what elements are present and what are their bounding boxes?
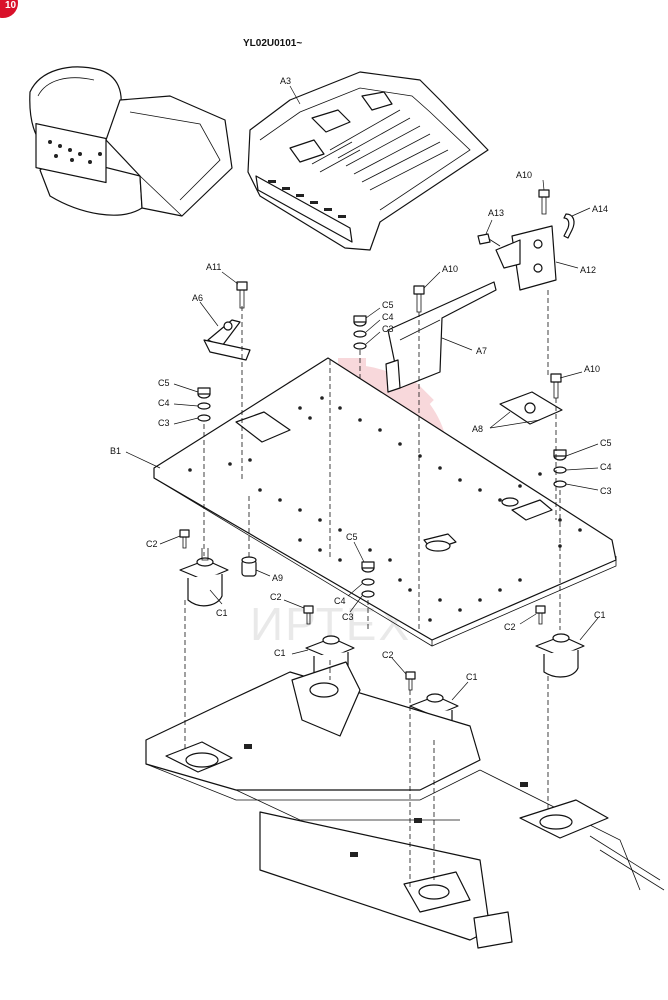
label-a13: A13 [488, 208, 504, 218]
bolt-a11 [236, 281, 248, 309]
bracket-a12 [495, 225, 557, 291]
label-c4-left: C4 [158, 398, 170, 408]
label-c4-right: C4 [600, 462, 612, 472]
seat-control-panel [35, 123, 107, 184]
page-badge-circle [0, 0, 18, 18]
pedal-a6 [203, 319, 251, 361]
label-a7: A7 [476, 346, 487, 356]
label-a10-top: A10 [516, 170, 532, 180]
floor-mat-a3 [247, 71, 489, 251]
label-a10-right: A10 [584, 364, 600, 374]
label-c5-mid: C5 [382, 300, 394, 310]
clip-a14 [563, 213, 575, 239]
model-code: YL02U0101~ [243, 38, 302, 49]
leader-lines [125, 85, 599, 701]
bolt-a10-right [550, 373, 562, 399]
nut-c5-left [197, 387, 211, 399]
page-badge-text: 10 [5, 0, 17, 11]
washer-c4-low [361, 578, 375, 586]
label-c5-right: C5 [600, 438, 612, 448]
bolt-a10-mid [413, 285, 425, 313]
label-c1-mid: C1 [274, 648, 286, 658]
seat-illustration [29, 66, 233, 217]
page-badge: 10 [0, 0, 18, 18]
mount-c1-right [535, 633, 585, 678]
part-labels: A3 A10 A13 A14 A12 A11 A6 A10 C5 C4 C3 A… [110, 76, 612, 682]
label-c3-low: C3 [342, 612, 354, 622]
washer-c4-mid [353, 330, 367, 338]
label-c1-left: C1 [216, 608, 228, 618]
label-c3-right: C3 [600, 486, 612, 496]
assembly-lines [184, 290, 561, 890]
label-c3-mid: C3 [382, 324, 394, 334]
label-c2-mid: C2 [270, 592, 282, 602]
label-a14: A14 [592, 204, 608, 214]
washer-c3-mid [353, 342, 367, 350]
label-c4-mid: C4 [382, 312, 394, 322]
label-a8: A8 [472, 424, 483, 434]
bolt-a10-top [538, 189, 550, 215]
floor-plate-b1 [153, 357, 617, 647]
nut-c5-right [553, 449, 567, 461]
label-c5-left: C5 [158, 378, 170, 388]
bolts-c2 [179, 529, 546, 691]
label-a3: A3 [280, 76, 291, 86]
label-c1-right: C1 [594, 610, 606, 620]
label-a10-mid: A10 [442, 264, 458, 274]
bolt-a13 [477, 233, 501, 247]
nut-c5-mid [353, 315, 367, 327]
label-c2-left: C2 [146, 539, 158, 549]
label-a11: A11 [206, 262, 221, 272]
mount-c1-left [179, 548, 229, 607]
lever-a7 [385, 281, 497, 393]
label-a9: A9 [272, 573, 283, 583]
label-c2-center: C2 [382, 650, 394, 660]
label-c4-low: C4 [334, 596, 346, 606]
plate-a8 [499, 391, 563, 425]
plate-holes [188, 396, 582, 622]
label-c3-left: C3 [158, 418, 170, 428]
mount-c1-mid [305, 635, 355, 682]
spacer-a9 [241, 556, 257, 577]
label-a12: A12 [580, 265, 596, 275]
label-c5-low: C5 [346, 532, 358, 542]
label-c1-center: C1 [466, 672, 478, 682]
nut-c5-low [361, 561, 375, 573]
machine-frame [145, 661, 665, 949]
label-a6: A6 [192, 293, 203, 303]
label-b1: B1 [110, 446, 121, 456]
washer-c3-low [361, 590, 375, 598]
label-c2-right: C2 [504, 622, 516, 632]
washer-c3-left [197, 414, 211, 422]
washer-c4-left [197, 402, 211, 410]
